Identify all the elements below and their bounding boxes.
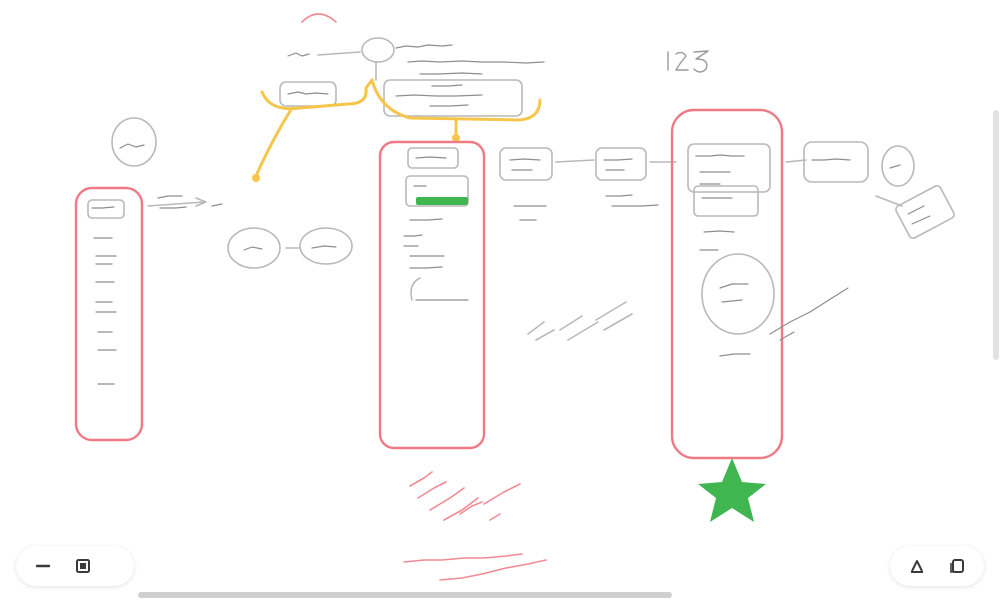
fit-to-screen-icon[interactable] xyxy=(70,553,96,579)
version-scribble xyxy=(667,50,709,73)
green-star-icon xyxy=(698,458,766,522)
left-start-node xyxy=(111,117,157,167)
middle-column-frame xyxy=(378,140,486,450)
canvas-toolbar-left xyxy=(16,546,134,586)
vertical-scrollbar[interactable] xyxy=(993,110,999,360)
copy-icon[interactable] xyxy=(944,553,970,579)
crossed-scribble xyxy=(527,301,633,341)
right-flow xyxy=(785,141,955,240)
middle-column-items xyxy=(403,147,469,301)
left-column-frame xyxy=(74,186,144,442)
horizontal-scrollbar[interactable] xyxy=(138,592,672,598)
undo-icon[interactable] xyxy=(904,553,930,579)
red-bottom-notes xyxy=(403,471,547,581)
right-column-frame xyxy=(670,108,784,460)
center-flow xyxy=(499,147,677,221)
top-red-arc xyxy=(301,13,337,23)
right-diagonal-notes xyxy=(769,287,849,341)
canvas-toolbar-right xyxy=(890,546,984,586)
green-highlight-bar xyxy=(416,197,468,205)
left-column-items xyxy=(87,199,125,385)
zoom-out-icon[interactable] xyxy=(30,553,56,579)
right-column-items xyxy=(687,143,775,357)
left-arrow-notes xyxy=(147,195,223,209)
yellow-bracket-group xyxy=(252,78,542,182)
top-text-cluster xyxy=(287,37,545,87)
middle-ellipse-pair xyxy=(227,227,353,269)
